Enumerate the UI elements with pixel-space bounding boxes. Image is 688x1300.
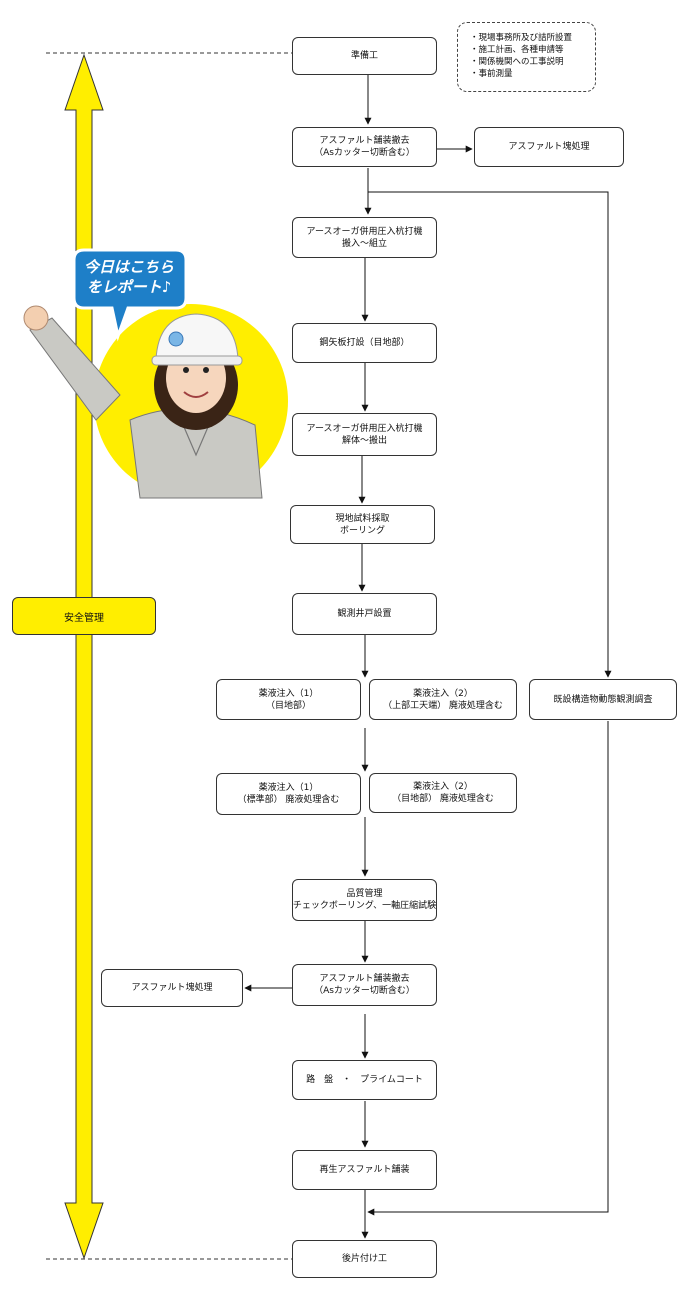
step-line: 既設構造物動態観測調査	[553, 694, 653, 705]
step-line: チェックボーリング、一軸圧縮試験	[292, 901, 437, 911]
step-observation-well: 観測井戸設置	[292, 593, 437, 635]
step-line: （上部工天端） 廃液処理含む	[383, 700, 503, 711]
callout-line-2: をレポート♪	[86, 278, 172, 296]
step-line: 薬液注入（1）	[258, 688, 319, 699]
step-asphalt-disposal-1: アスファルト塊処理	[474, 127, 624, 167]
step-line: アースオーガ併用圧入杭打機	[306, 226, 423, 237]
step-line: （Asカッター切断含む）	[314, 986, 415, 996]
speech-bubble-icon	[72, 248, 188, 342]
note-item: ・事前測量	[470, 69, 513, 79]
step-line: 路 盤 ・ プライムコート	[306, 1075, 423, 1085]
step-injection-1a: 薬液注入（1） （目地部）	[216, 679, 361, 720]
step-line: 搬入～組立	[341, 238, 387, 249]
step-line: 薬液注入（2）	[413, 688, 473, 699]
note-item: ・現場事務所及び詰所設置	[470, 33, 573, 43]
step-line: 準備工	[350, 51, 378, 61]
step-roadbed-primecoat: 路 盤 ・ プライムコート	[292, 1060, 437, 1100]
step-line: アースオーガ併用圧入杭打機	[306, 423, 423, 434]
step-auger-removal: アースオーガ併用圧入杭打機 解体～搬出	[292, 413, 437, 456]
step-prep: 準備工	[292, 37, 437, 75]
step-structure-monitoring: 既設構造物動態観測調査	[529, 679, 677, 720]
step-recycled-asphalt: 再生アスファルト舗装	[292, 1150, 437, 1190]
step-line: 解体～搬出	[341, 435, 387, 446]
callout-line-1: 今日はこちら	[83, 258, 174, 276]
callout-text: 今日はこちら をレポート♪	[76, 257, 182, 297]
step-line: アスファルト舗装撤去	[319, 136, 410, 146]
step-line: 再生アスファルト舗装	[319, 1165, 410, 1175]
step-injection-1b: 薬液注入（1） （標準部） 廃液処理含む	[216, 773, 361, 815]
step-quality-control: 品質管理 チェックボーリング、一軸圧縮試験	[292, 879, 437, 921]
step-line: 観測井戸設置	[337, 609, 392, 619]
safety-management-label: 安全管理	[12, 597, 156, 635]
note-item: ・関係機関への工事説明	[470, 57, 564, 67]
step-line: （目地部）	[265, 700, 311, 711]
step-line: （標準部） 廃液処理含む	[237, 795, 340, 805]
step-line: ボーリング	[339, 525, 385, 536]
safety-arrow-icon	[64, 53, 104, 1260]
safety-label-text: 安全管理	[64, 612, 104, 624]
step-line: アスファルト塊処理	[508, 142, 590, 152]
note-item: ・施工計画、各種申請等	[470, 45, 564, 55]
step-sampling: 現地試料採取 ボーリング	[290, 505, 435, 544]
step-line: 品質管理	[346, 889, 383, 899]
step-asphalt-removal-1: アスファルト舗装撤去 （Asカッター切断含む）	[292, 127, 437, 167]
step-line: アスファルト塊処理	[131, 983, 213, 993]
step-asphalt-disposal-2: アスファルト塊処理	[101, 969, 243, 1007]
step-injection-2b: 薬液注入（2） （目地部） 廃液処理含む	[369, 773, 517, 813]
step-line: 現地試料採取	[335, 513, 390, 524]
worker-illustration-icon	[23, 304, 288, 499]
step-auger-setup: アースオーガ併用圧入杭打機 搬入～組立	[292, 217, 437, 258]
step-line: （Asカッター切断含む）	[314, 148, 415, 158]
step-line: 鋼矢板打設（目地部）	[319, 338, 410, 348]
step-line: 薬液注入（2）	[413, 782, 473, 792]
step-line: 薬液注入（1）	[258, 783, 319, 793]
step-injection-2a: 薬液注入（2） （上部工天端） 廃液処理含む	[369, 679, 517, 720]
step-line: アスファルト舗装撤去	[319, 974, 410, 984]
step-asphalt-removal-2: アスファルト舗装撤去 （Asカッター切断含む）	[292, 964, 437, 1006]
step-line: （目地部） 廃液処理含む	[392, 794, 494, 804]
preparation-notes: ・現場事務所及び詰所設置 ・施工計画、各種申請等 ・関係機関への工事説明 ・事前…	[457, 22, 596, 92]
step-sheet-pile: 鋼矢板打設（目地部）	[292, 323, 437, 363]
step-cleanup: 後片付け工	[292, 1240, 437, 1278]
step-line: 後片付け工	[341, 1254, 387, 1264]
